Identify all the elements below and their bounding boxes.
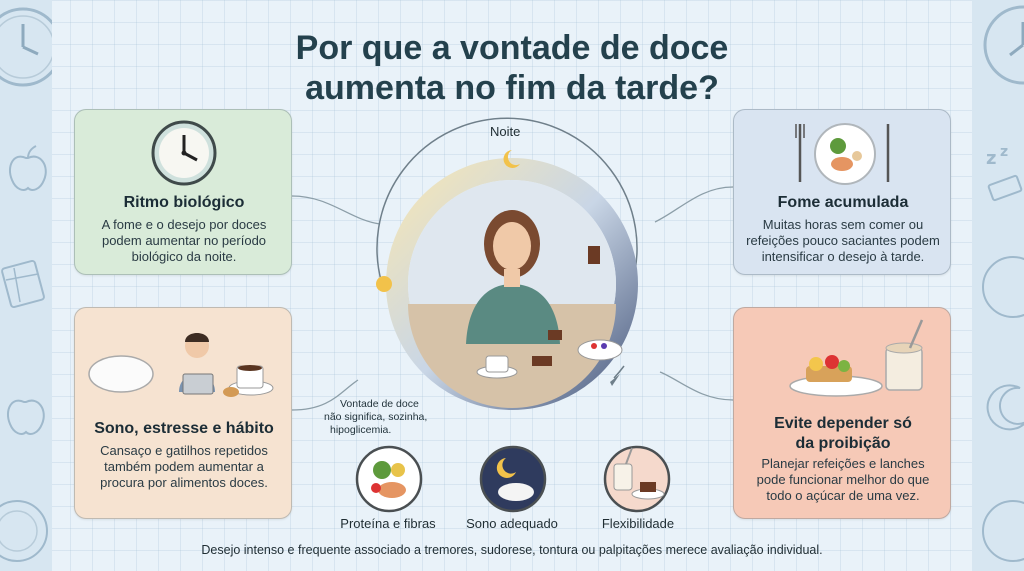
moon-icon [986, 384, 1024, 431]
clock-icon [983, 5, 1024, 85]
card-heading: Fome acumulada [777, 194, 909, 211]
card-text-line: podem aumentar no período [101, 233, 267, 248]
plate-icon [0, 500, 48, 562]
sleep-z-icon: z z [986, 144, 1008, 169]
chocolate-icon [987, 174, 1023, 202]
card-heading-line: Evite depender só [774, 415, 912, 432]
noite-label: Noite [490, 124, 521, 139]
card-text-line: biológico da noite. [131, 249, 237, 264]
card-heading: Evite depender só da proibição [734, 414, 952, 454]
tired-person-laptop-icon [88, 333, 274, 397]
card-fome-acumulada: Fome acumulada Muitas horas sem comer ou… [733, 109, 951, 275]
card-text-line: A fome e o desejo por doces [101, 217, 267, 232]
snack-plate-yogurt-icon [789, 319, 924, 397]
card-sono-estresse-habito: Sono, estresse e hábito Cansaço e gatilh… [74, 307, 292, 519]
left-decor-strip [0, 0, 52, 571]
chocolate-icon [1, 259, 45, 309]
page-title: Por que a vontade de doce aumenta no fim… [180, 28, 844, 108]
card-ritmo-biologico: Ritmo biológico A fome e o desejo por do… [74, 109, 292, 275]
card-text-line: Muitas horas sem comer ou [762, 217, 924, 232]
bottom-label-proteina: Proteína e fibras [340, 516, 436, 531]
card-text: A fome e o desejo por doces podem aument… [75, 217, 293, 265]
card-text-line: Cansaço e gatilhos repetidos [100, 443, 268, 458]
card-text: Muitas horas sem comer ou refeições pouc… [734, 217, 952, 265]
card-text-line: também podem aumentar a [104, 459, 264, 474]
card-text-line: procura por alimentos doces. [100, 475, 268, 490]
center-caption: Vontade de doce não significa, sozinha, … [324, 398, 427, 437]
plate-icon [355, 445, 423, 513]
card-text-line: pode funcionar melhor do que [756, 472, 930, 487]
title-line-2: aumenta no fim da tarde? [305, 69, 719, 107]
apple-icon [8, 145, 47, 191]
card-text-line: intensificar o desejo à tarde. [761, 249, 925, 264]
card-text: Planejar refeições e lanches pode funcio… [734, 456, 952, 504]
plate-cutlery-icon [795, 123, 890, 185]
central-scene [376, 117, 638, 410]
clock-icon [151, 120, 217, 186]
sun-icon [376, 276, 392, 292]
caption-line: não significa, sozinha, [324, 411, 428, 423]
card-heading: Ritmo biológico [123, 194, 245, 211]
moon-icon [503, 150, 520, 168]
disclaimer: Desejo intenso e frequente associado a t… [201, 543, 823, 557]
moon-pillow-icon [479, 445, 547, 513]
card-text-line: todo o açúcar de uma vez. [766, 488, 920, 503]
right-decor-strip: z z [972, 0, 1024, 571]
card-text: Cansaço e gatilhos repetidos também pode… [75, 443, 293, 491]
card-text-line: Planejar refeições e lanches [761, 456, 925, 471]
plate-icon [982, 500, 1024, 562]
svg-text:z: z [1000, 144, 1008, 160]
caption-line: Vontade de doce [340, 398, 419, 410]
svg-text:z: z [986, 148, 996, 169]
card-evite-proibicao: Evite depender só da proibição Planejar … [733, 307, 951, 519]
apple-icon [6, 399, 45, 435]
title-line-1: Por que a vontade de doce [295, 29, 729, 67]
bottom-label-flexibilidade: Flexibilidade [601, 516, 675, 531]
card-heading-line: da proibição [795, 435, 891, 452]
plate-icon [982, 256, 1024, 318]
clock-icon [0, 7, 52, 87]
dessert-icon [603, 445, 671, 513]
caption-line: hipoglicemia. [330, 424, 392, 436]
card-text-line: refeições pouco saciantes podem [746, 233, 940, 248]
bottom-label-sono: Sono adequado [466, 516, 558, 531]
card-heading: Sono, estresse e hábito [94, 420, 274, 437]
